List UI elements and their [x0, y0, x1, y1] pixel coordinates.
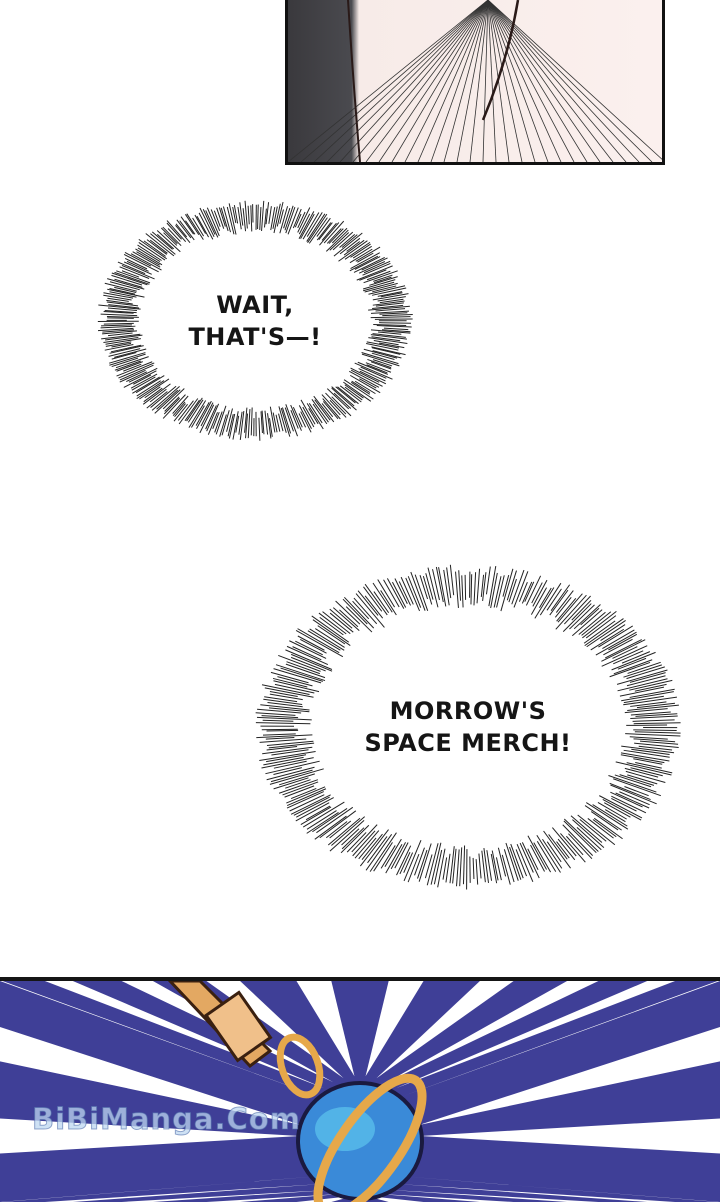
bubble-line: THAT'S—!	[188, 321, 321, 353]
keychain-illustration	[0, 981, 720, 1202]
speed-line	[353, 0, 488, 162]
speed-ray	[420, 1119, 720, 1154]
speed-ray	[419, 1147, 720, 1202]
burst-text-2: MORROW'S SPACE MERCH!	[252, 562, 684, 892]
speed-ray	[387, 981, 599, 1082]
bubble-line: WAIT,	[216, 289, 293, 321]
watermark: BiBiManga.Com	[32, 1102, 301, 1136]
speed-line	[488, 0, 613, 162]
speed-line	[379, 0, 488, 162]
speed-lines	[288, 0, 662, 162]
speed-line	[366, 0, 488, 162]
speed-line	[488, 0, 587, 162]
thought-burst-2: MORROW'S SPACE MERCH!	[252, 562, 684, 892]
bubble-line: SPACE MERCH!	[364, 727, 571, 759]
speed-line	[392, 0, 488, 162]
burst-text-1: WAIT, THAT'S—!	[95, 198, 415, 443]
bottom-panel-planet-keychain	[0, 977, 720, 1202]
speed-line	[488, 0, 574, 162]
speed-line	[488, 0, 626, 162]
bubble-line: MORROW'S	[390, 695, 547, 727]
speed-line	[405, 0, 488, 162]
speed-ray	[411, 1168, 720, 1202]
speed-line	[418, 0, 488, 162]
speed-ray	[404, 1176, 720, 1202]
speed-ray	[0, 1168, 309, 1202]
speed-ray	[0, 1147, 301, 1202]
speed-line	[288, 0, 488, 162]
top-panel-face-closeup	[285, 0, 665, 165]
speed-line	[327, 0, 488, 162]
speed-line	[301, 0, 488, 162]
speed-line	[488, 0, 639, 162]
speed-ray	[0, 1176, 316, 1202]
thought-burst-1: WAIT, THAT'S—!	[95, 198, 415, 443]
